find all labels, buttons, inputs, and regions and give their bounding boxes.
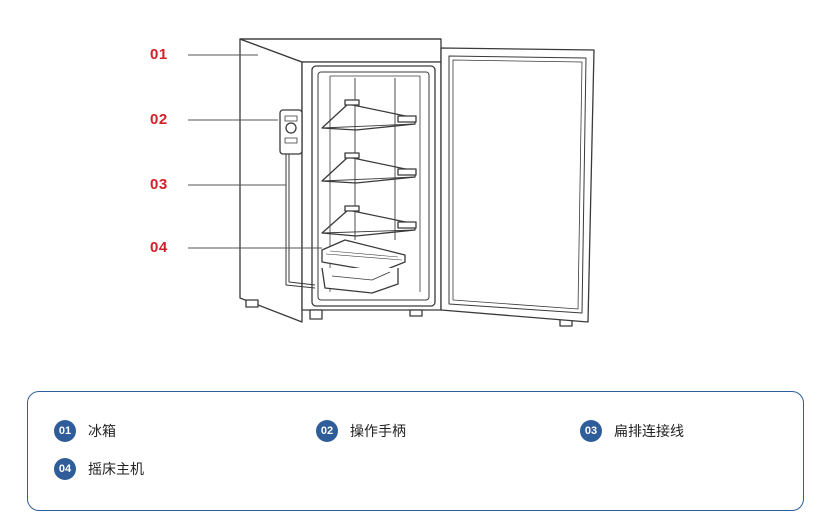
legend-number-badge: 04 — [54, 458, 76, 480]
callout-01: 01 — [150, 46, 168, 63]
fridge-diagram — [188, 38, 595, 327]
callout-04: 04 — [150, 239, 168, 256]
legend-item-handle: 02 操作手柄 — [316, 420, 406, 442]
callout-02: 02 — [150, 111, 168, 128]
legend-number-badge: 01 — [54, 420, 76, 442]
legend-label: 扁排连接线 — [614, 424, 684, 440]
legend-label: 摇床主机 — [88, 462, 144, 478]
callout-03: 03 — [150, 176, 168, 193]
legend-label: 冰箱 — [88, 424, 116, 440]
legend-item-shaker: 04 摇床主机 — [54, 458, 144, 480]
legend-number-badge: 03 — [580, 420, 602, 442]
legend-label: 操作手柄 — [350, 424, 406, 440]
legend-item-cable: 03 扁排连接线 — [580, 420, 684, 442]
legend-panel: 01 冰箱 02 操作手柄 03 扁排连接线 04 摇床主机 — [27, 391, 804, 511]
legend-number-badge: 02 — [316, 420, 338, 442]
legend-item-fridge: 01 冰箱 — [54, 420, 116, 442]
